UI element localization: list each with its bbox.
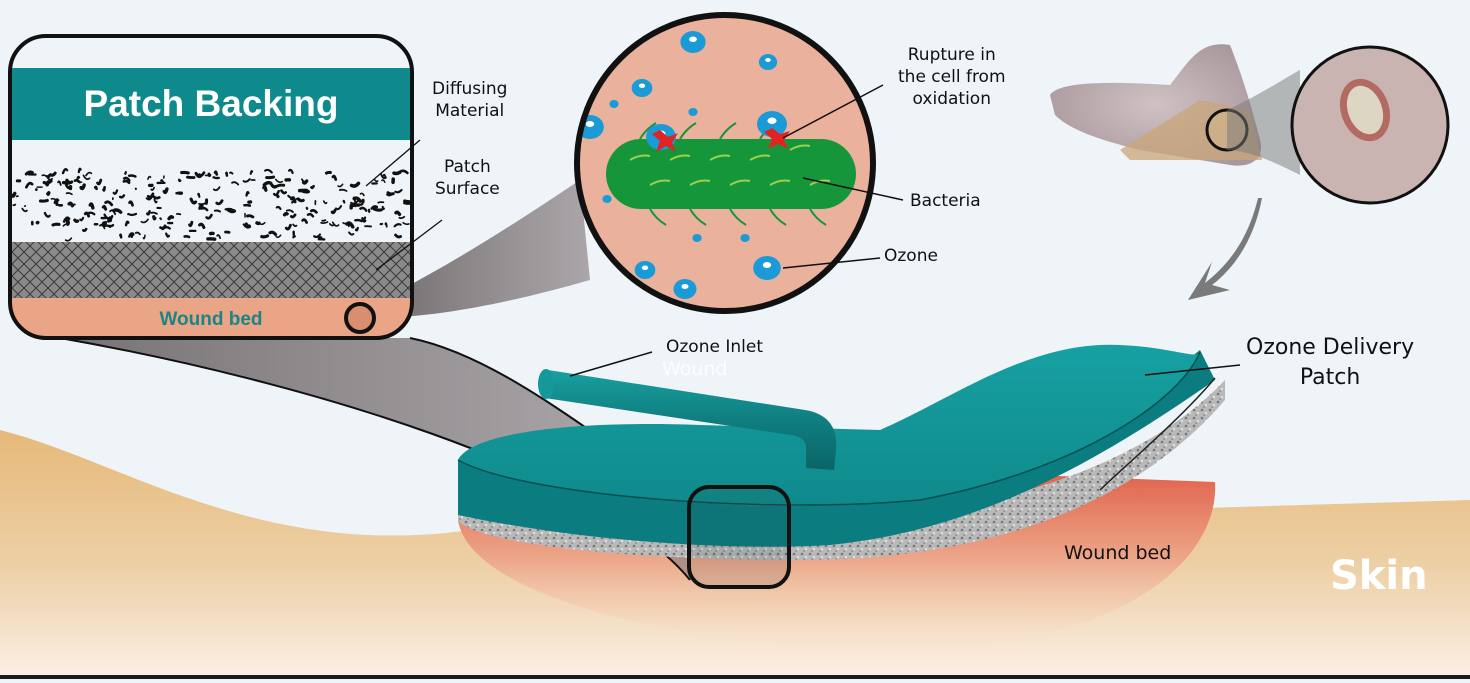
diffusing-fleck — [169, 217, 172, 219]
ozone-highlight — [642, 266, 648, 271]
diffusing-fleck — [327, 172, 331, 173]
ozone-highlight — [586, 121, 594, 127]
ozone-delivery-patch-label: Ozone Delivery Patch — [1246, 333, 1414, 393]
diffusing-fleck — [160, 218, 161, 219]
patch-surface-label: Patch Surface — [435, 156, 500, 200]
diffusing-fleck — [322, 220, 325, 221]
ghost-wound-text: Wound — [662, 358, 727, 380]
diffusing-fleck — [185, 236, 189, 237]
ozone-molecule — [609, 100, 618, 108]
diffusing-fleck — [215, 210, 220, 211]
diffusing-fleck — [83, 229, 86, 231]
diffusing-fleck — [48, 193, 49, 194]
ozone-highlight — [763, 262, 771, 268]
diffusing-material-label: Diffusing Material — [432, 78, 507, 122]
diffusing-fleck — [165, 227, 170, 228]
ozone-inlet-label: Ozone Inlet — [666, 336, 763, 358]
diffusing-fleck — [89, 213, 94, 215]
skin-label: Skin — [1330, 553, 1428, 599]
magnified-region-marker — [689, 487, 789, 587]
ozone-molecule — [688, 108, 697, 116]
ozone-highlight — [682, 284, 689, 289]
diffusing-fleck — [215, 172, 217, 175]
diffusing-fleck — [51, 173, 56, 175]
ozone-molecule — [692, 234, 701, 242]
bacteria-label: Bacteria — [910, 190, 981, 212]
diffusing-fleck — [355, 220, 361, 221]
diffusing-fleck — [130, 214, 136, 215]
diffusing-fleck — [179, 180, 180, 181]
diffusing-fleck — [247, 216, 252, 217]
diffusing-fleck — [209, 174, 210, 176]
diffusing-fleck — [198, 194, 199, 197]
rupture-label: Rupture in the cell from oxidation — [898, 44, 1006, 110]
wound-closeup — [1292, 47, 1448, 203]
diffusing-fleck — [267, 177, 274, 178]
patch-surface-layer — [10, 242, 412, 298]
wound-bed-label: Wound bed — [1064, 542, 1171, 564]
diffusing-fleck — [182, 172, 189, 173]
ozone-highlight — [767, 118, 776, 125]
diffusing-fleck — [12, 193, 15, 196]
diffusing-fleck — [277, 185, 284, 186]
ozone-molecule — [740, 234, 749, 242]
diffusing-fleck — [75, 220, 78, 221]
diffusing-fleck — [226, 173, 227, 176]
diffusing-fleck — [228, 210, 234, 212]
diffusing-fleck — [124, 181, 129, 183]
ozone-highlight — [765, 58, 771, 62]
diffusing-fleck — [51, 199, 55, 200]
curved-arrow-icon — [1188, 198, 1262, 300]
diffusing-fleck — [246, 224, 249, 227]
diffusing-fleck — [69, 203, 72, 205]
bacteria-cell — [606, 139, 856, 209]
ozone-molecule — [602, 195, 611, 203]
patch-backing-title: Patch Backing — [12, 68, 410, 140]
inset-wound-bed-label: Wound bed — [12, 302, 410, 338]
diffusing-fleck — [78, 177, 79, 178]
diffusing-fleck — [40, 200, 47, 201]
ozone-highlight — [589, 247, 597, 253]
bottom-border — [0, 675, 1470, 679]
diffusing-fleck — [311, 186, 313, 188]
ozone-label: Ozone — [884, 245, 938, 267]
diffusing-fleck — [105, 226, 110, 227]
diffusing-fleck — [374, 209, 381, 210]
diffusing-fleck — [125, 172, 126, 174]
diffusing-fleck — [354, 204, 358, 205]
diffusing-fleck — [264, 183, 270, 185]
ozone-highlight — [689, 37, 697, 43]
diffusing-fleck — [129, 175, 135, 176]
diffusing-fleck — [64, 182, 69, 183]
diffusing-fleck — [53, 224, 59, 225]
diffusing-fleck — [262, 236, 268, 237]
diffusing-fleck — [13, 205, 15, 206]
diffusing-fleck — [214, 177, 219, 178]
diffusing-fleck — [44, 181, 51, 183]
diffusing-fleck — [396, 212, 400, 214]
diffusing-fleck — [343, 201, 344, 203]
diffusing-fleck — [154, 217, 155, 219]
diffusing-fleck — [104, 187, 105, 190]
diffusing-fleck — [343, 223, 346, 224]
diffusing-fleck — [230, 172, 232, 173]
diffusing-fleck — [95, 187, 96, 189]
diffusing-fleck — [293, 236, 295, 237]
diffusing-fleck — [285, 214, 287, 215]
diffusing-fleck — [149, 197, 150, 198]
foot-illustration — [1050, 44, 1300, 175]
ozone-highlight — [639, 84, 645, 89]
diffusing-fleck — [272, 185, 276, 187]
diffusing-fleck — [264, 187, 266, 190]
diffusing-fleck — [383, 207, 384, 209]
diffusing-fleck — [120, 235, 121, 238]
diffusing-fleck — [257, 223, 259, 224]
